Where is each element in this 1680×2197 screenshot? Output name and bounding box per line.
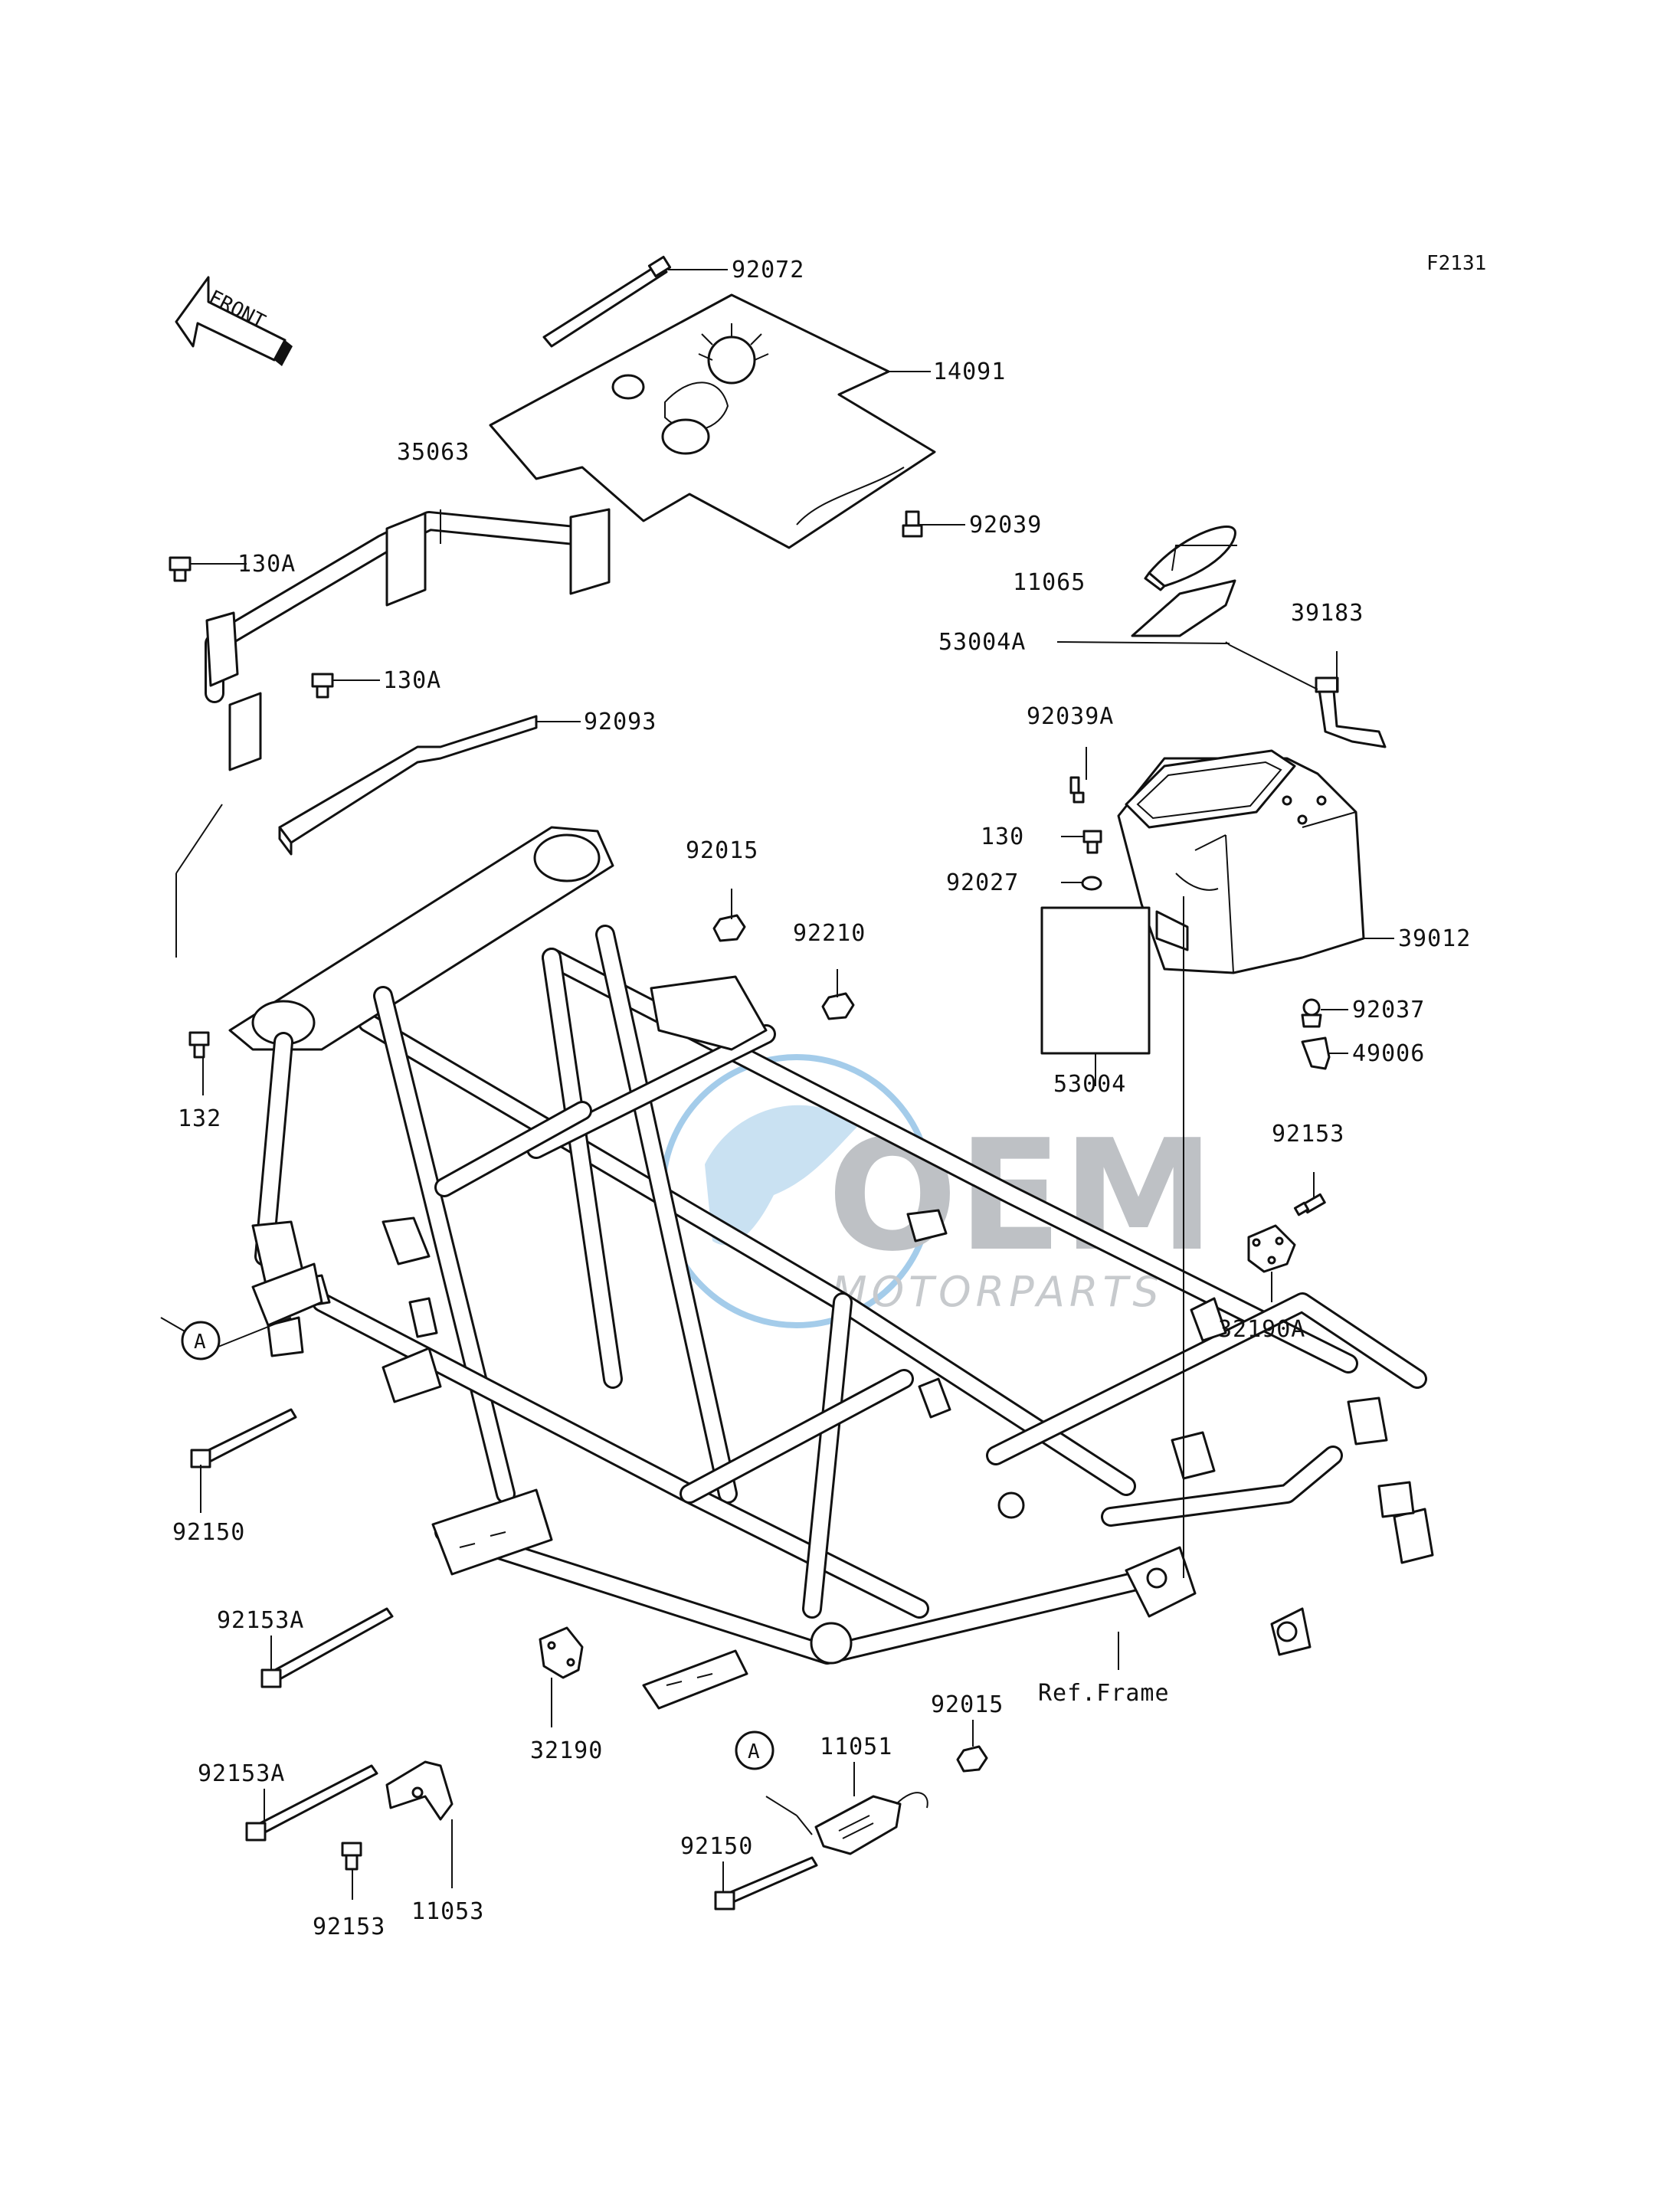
part-label: 92015 <box>931 1691 1004 1718</box>
bracket-11053 <box>385 1760 454 1821</box>
bracket-11051 <box>814 1792 928 1855</box>
part-label: 39012 <box>1398 925 1471 952</box>
part-label: 92039 <box>969 512 1042 539</box>
part-label: 92072 <box>732 257 804 283</box>
pad-53004A <box>1131 579 1236 637</box>
bolt-92039A <box>1069 776 1085 804</box>
plate-32190A <box>1247 1224 1296 1273</box>
pad-11065 <box>1144 525 1236 591</box>
part-labels: 92072 14091 35063 92039 130A 11065 39183… <box>172 257 1471 1940</box>
part-label: 14091 <box>933 359 1006 385</box>
part-label: 35063 <box>397 439 470 466</box>
part-label: 132 <box>178 1105 221 1132</box>
part-label: 92015 <box>686 837 758 864</box>
part-label: 92153 <box>1272 1121 1344 1148</box>
washer-92027 <box>1081 876 1102 891</box>
nut-92015-upper <box>712 914 746 942</box>
callout-A-lower: A <box>735 1730 775 1770</box>
part-label: 130A <box>383 667 441 694</box>
leader-lines <box>160 269 1394 1900</box>
bolt-92039 <box>902 510 923 538</box>
nut-92210 <box>821 992 855 1020</box>
part-label: 32190A <box>1218 1316 1305 1343</box>
nut-92015-lower <box>956 1745 988 1773</box>
callout-A-lower-letter: A <box>748 1740 760 1763</box>
bolt-130A-lower <box>311 673 334 699</box>
bolt-132 <box>188 1031 210 1059</box>
part-label: 92150 <box>172 1519 245 1546</box>
bolt-92153-right <box>1293 1193 1326 1216</box>
part-label: 49006 <box>1352 1040 1425 1067</box>
front-arrow-icon: FRONT <box>175 276 293 366</box>
strap-92072 <box>542 255 672 348</box>
plate-32190 <box>539 1626 584 1679</box>
part-label: 92153A <box>217 1607 304 1634</box>
mount-blocks-left <box>251 1262 442 1403</box>
part-label: 92153 <box>313 1914 385 1940</box>
part-label: 92037 <box>1352 997 1425 1023</box>
part-label: 130 <box>981 823 1024 850</box>
part-label: 11065 <box>1013 569 1086 596</box>
bolt-130 <box>1082 830 1102 854</box>
bolt-92153A-lower <box>245 1764 378 1842</box>
callout-A-left: A <box>181 1321 221 1360</box>
callout-A-left-letter: A <box>194 1331 206 1354</box>
diagram-code: F2131 <box>1426 252 1486 275</box>
part-label: 11053 <box>411 1898 484 1925</box>
bolt-92153-lower <box>341 1842 362 1871</box>
watermark-logo: OEM MOTORPARTS <box>660 1054 1215 1328</box>
part-label: 92150 <box>680 1833 753 1860</box>
watermark-sub: MOTORPARTS <box>831 1268 1164 1316</box>
part-label: 92210 <box>793 920 866 947</box>
bolt-130A-upper <box>169 556 192 582</box>
part-label: 92153A <box>198 1760 285 1787</box>
part-label: 92039A <box>1027 703 1114 730</box>
part-label: 53004 <box>1053 1071 1126 1098</box>
cover-14091 <box>489 293 936 549</box>
cap-49006 <box>1301 1036 1331 1070</box>
box-39012 <box>1117 749 1365 974</box>
bolt-92150-left <box>190 1408 297 1468</box>
part-label: 32190 <box>530 1737 603 1764</box>
main-frame <box>228 826 1434 1710</box>
part-label: 92093 <box>584 709 657 735</box>
pad-92093 <box>278 715 538 856</box>
bracket-35063 <box>205 508 611 771</box>
part-label: 11051 <box>820 1734 892 1760</box>
clip-92037 <box>1301 998 1322 1028</box>
ref-frame-label: Ref.Frame <box>1038 1680 1170 1707</box>
part-label: 130A <box>237 551 296 578</box>
bolt-92153A-upper <box>260 1607 394 1688</box>
part-label: 92027 <box>946 869 1019 896</box>
bolt-92150-lower <box>714 1856 818 1911</box>
part-label: 53004A <box>938 629 1026 656</box>
part-label: 39183 <box>1291 600 1364 627</box>
bracket-39183 <box>1315 676 1387 748</box>
sheet-53004 <box>1040 906 1151 1055</box>
